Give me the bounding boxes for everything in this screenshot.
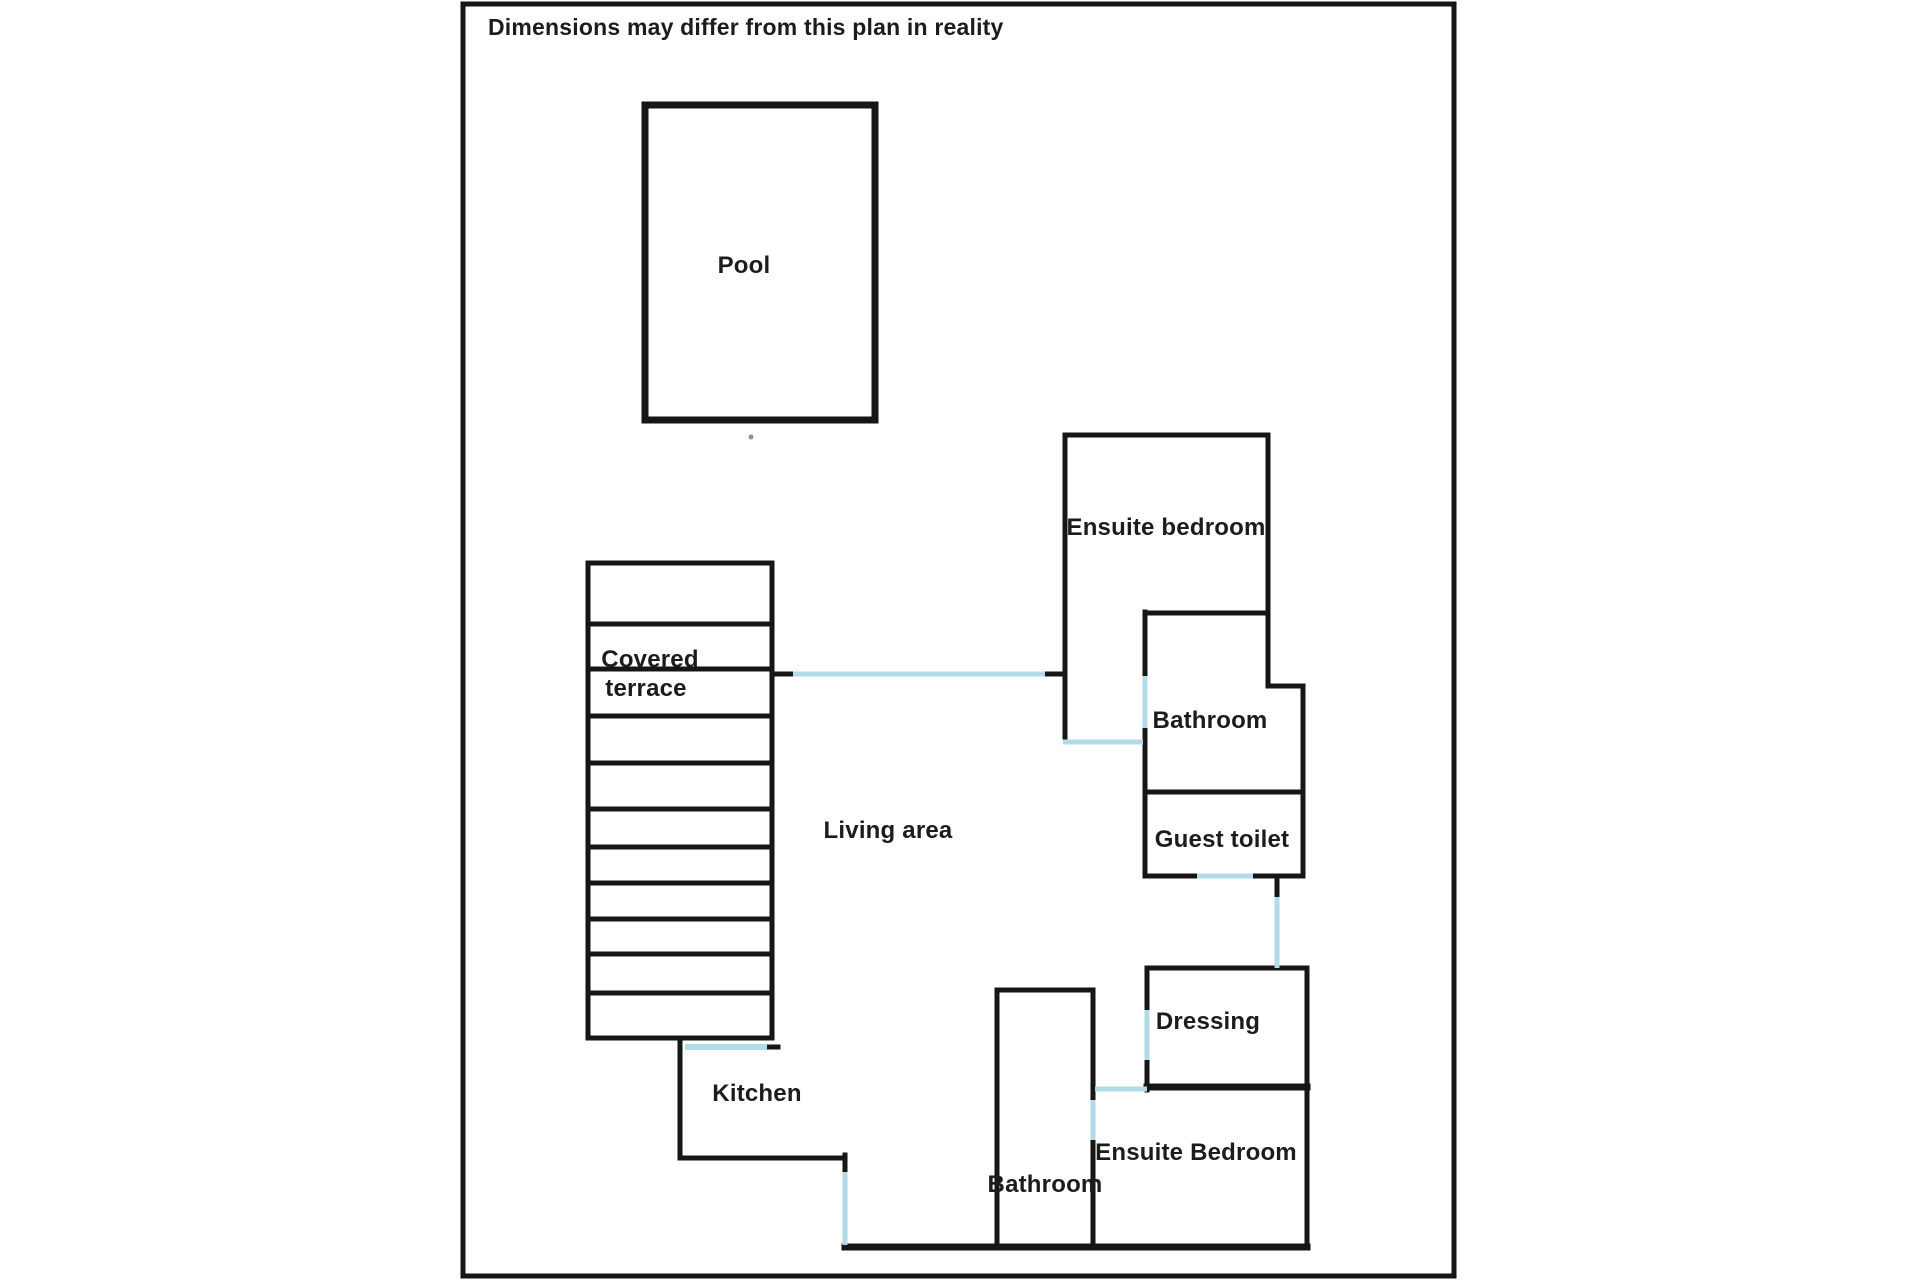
label-pool: Pool (717, 252, 771, 279)
label-terrace: terrace (605, 675, 687, 702)
plan-border (460, 1, 1457, 1279)
label-ensuite-bedroom-bottom: Ensuite Bedroom (1095, 1139, 1297, 1166)
disclaimer-text: Dimensions may differ from this plan in … (488, 14, 1004, 40)
pool-outline (641, 101, 879, 424)
label-living-area: Living area (823, 817, 953, 844)
label-bathroom-top: Bathroom (1152, 707, 1268, 734)
label-covered: Covered (601, 646, 699, 673)
label-guest-toilet: Guest toilet (1154, 826, 1290, 853)
terrace-outline (585, 560, 775, 1041)
label-bathroom-bottom: Bathroom (987, 1171, 1103, 1198)
label-dressing: Dressing (1155, 1008, 1261, 1035)
artifact-dot (748, 434, 754, 440)
label-kitchen: Kitchen (712, 1080, 802, 1107)
label-ensuite-bedroom-top: Ensuite bedroom (1066, 514, 1266, 541)
